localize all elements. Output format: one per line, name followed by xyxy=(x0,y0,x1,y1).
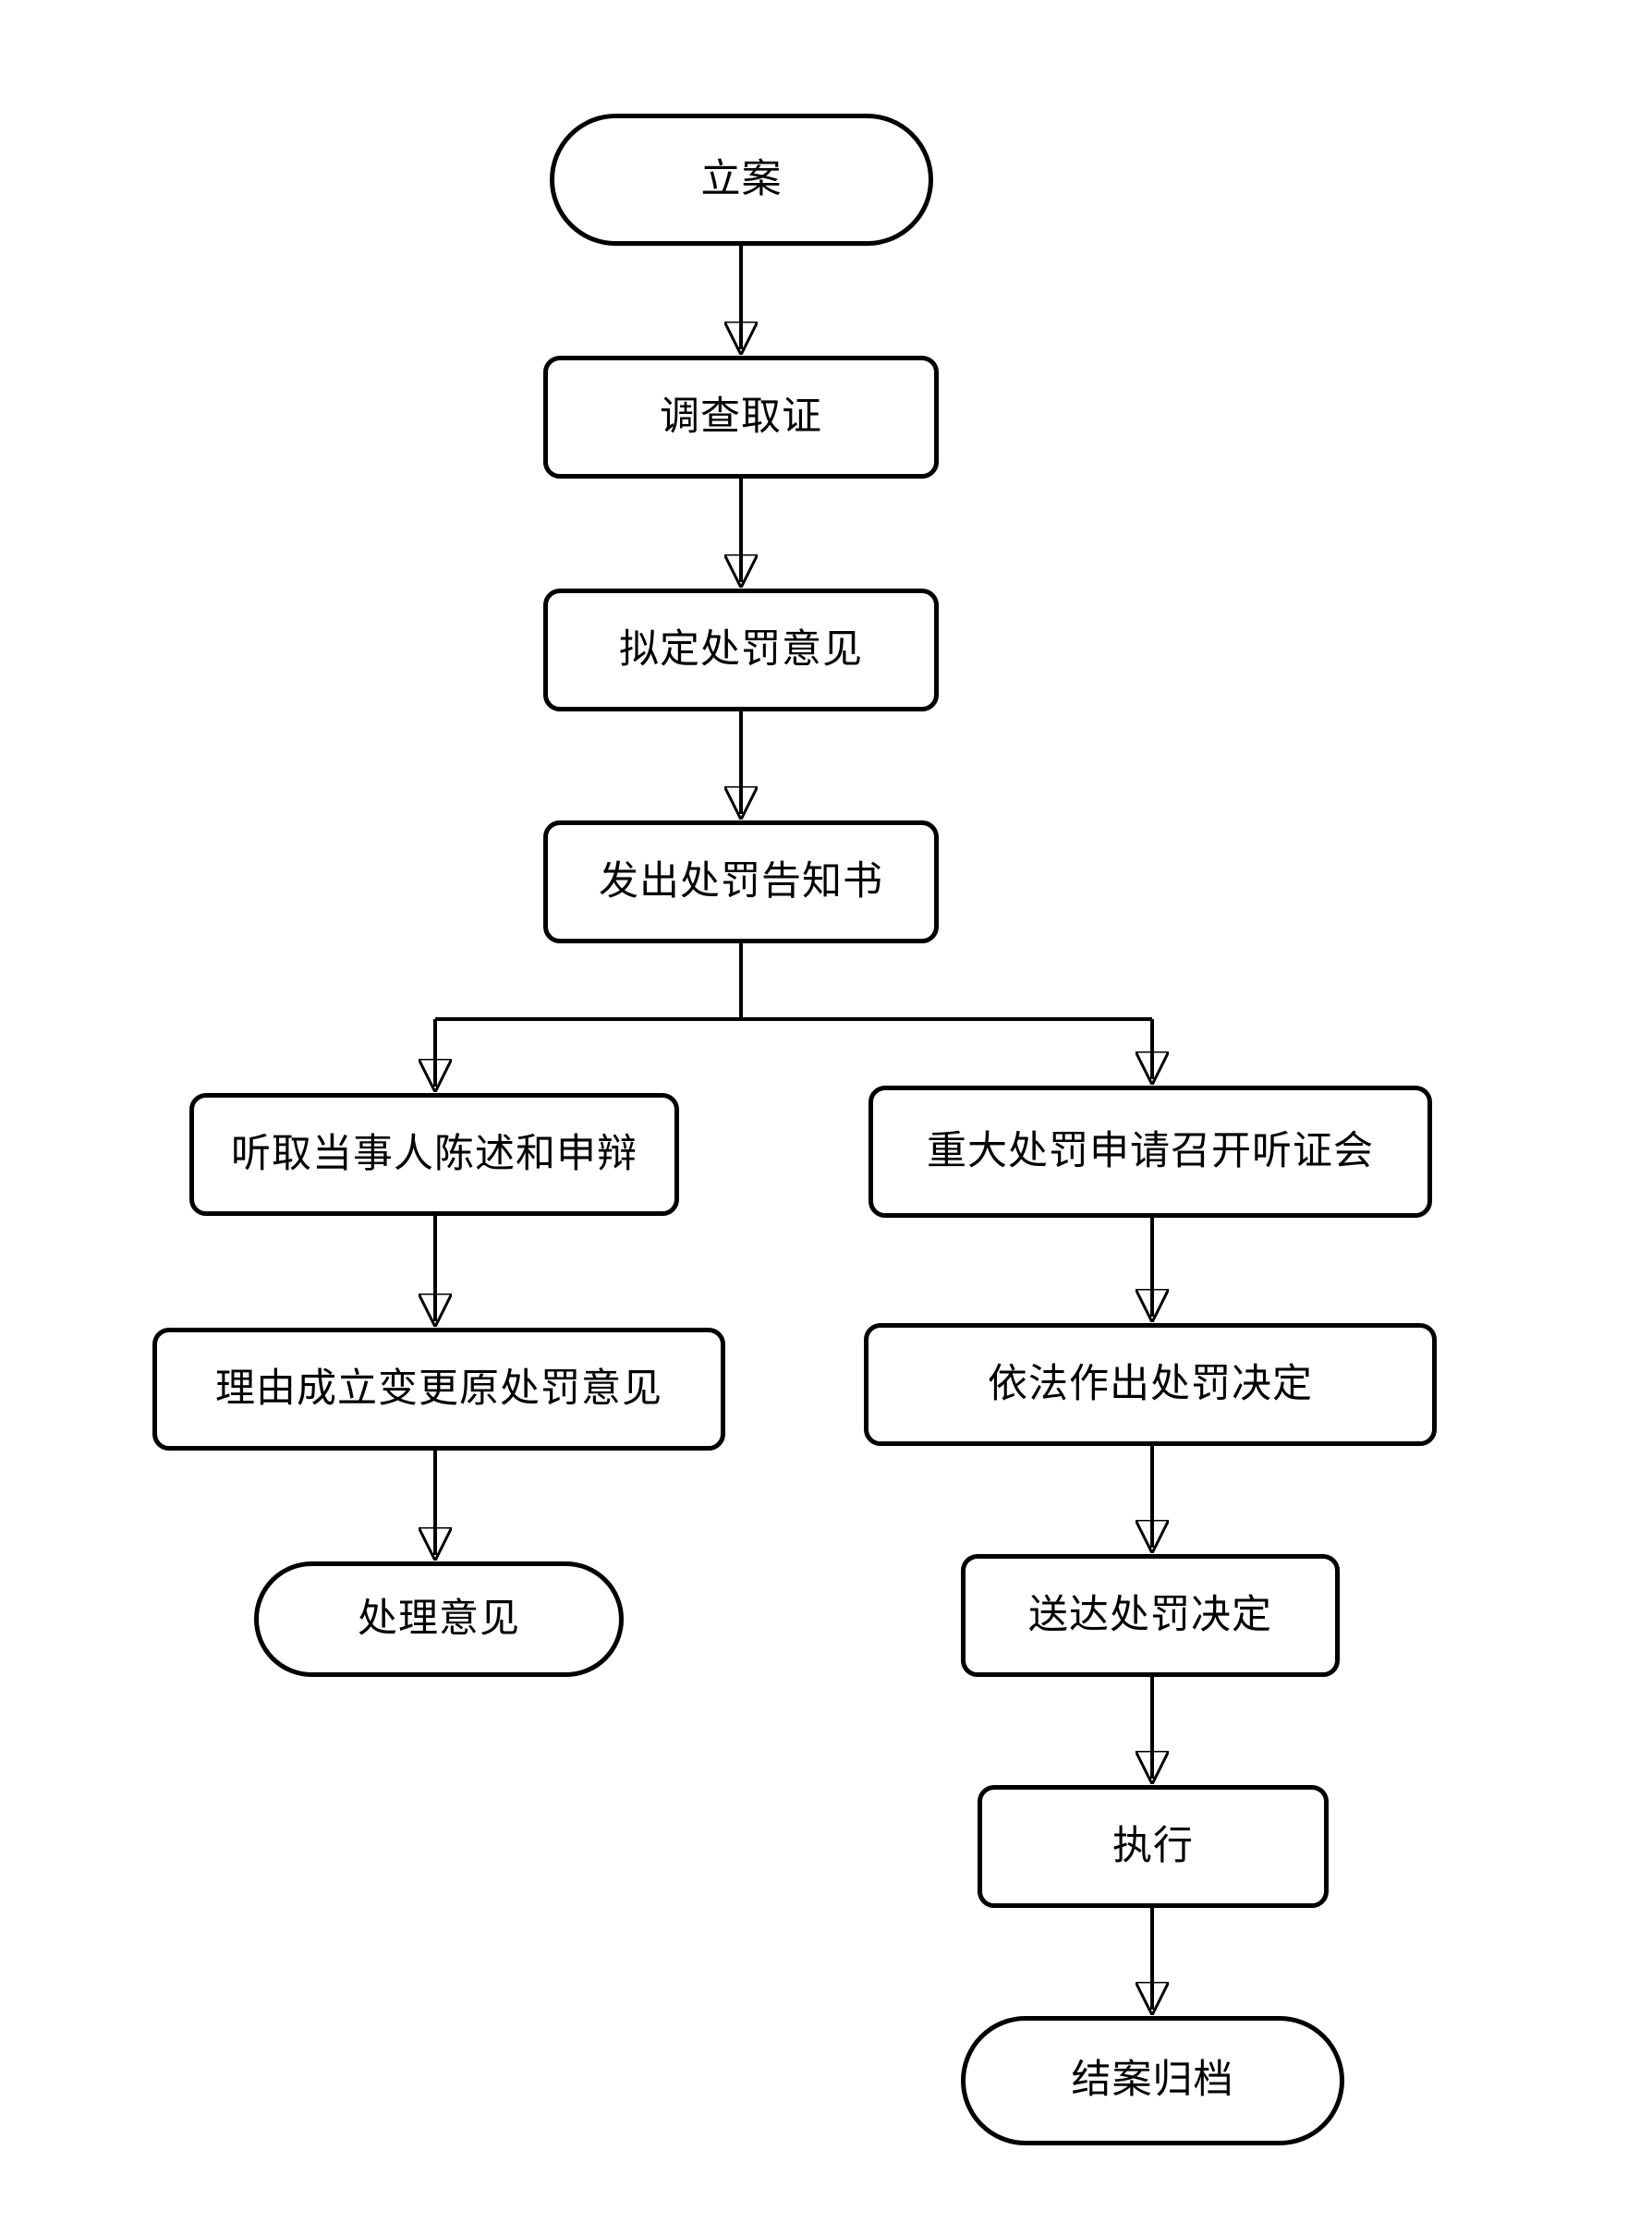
flow-node-label: 执行 xyxy=(1112,1822,1194,1869)
flow-node-n1[interactable]: 立案 xyxy=(550,114,933,246)
flow-node-n11[interactable]: 执行 xyxy=(978,1785,1329,1908)
flow-node-label: 处理意见 xyxy=(358,1595,520,1642)
flow-node-n6[interactable]: 重大处罚申请召开听证会 xyxy=(869,1086,1432,1218)
flow-node-n10[interactable]: 送达处罚决定 xyxy=(961,1554,1340,1677)
flow-node-n9[interactable]: 处理意见 xyxy=(254,1561,624,1677)
flow-node-label: 发出处罚告知书 xyxy=(599,857,883,905)
flow-node-n7[interactable]: 理由成立变更原处罚意见 xyxy=(152,1328,725,1451)
flow-node-n12[interactable]: 结案归档 xyxy=(961,2016,1344,2145)
flow-node-label: 立案 xyxy=(700,155,783,202)
flow-node-label: 听取当事人陈述和申辩 xyxy=(231,1130,638,1177)
flow-node-label: 依法作出处罚决定 xyxy=(988,1360,1313,1407)
flow-node-label: 调查取证 xyxy=(660,393,822,440)
flow-node-n8[interactable]: 依法作出处罚决定 xyxy=(864,1323,1437,1446)
flow-node-n5[interactable]: 听取当事人陈述和申辩 xyxy=(189,1093,679,1216)
flow-node-label: 结案归档 xyxy=(1071,2057,1234,2104)
flow-node-label: 重大处罚申请召开听证会 xyxy=(927,1127,1374,1174)
flow-node-label: 理由成立变更原处罚意见 xyxy=(215,1365,662,1412)
flow-node-label: 拟定处罚意见 xyxy=(619,626,863,673)
flow-node-label: 送达处罚决定 xyxy=(1028,1591,1272,1638)
flow-node-n3[interactable]: 拟定处罚意见 xyxy=(543,589,939,711)
flow-node-n4[interactable]: 发出处罚告知书 xyxy=(543,820,939,943)
flow-node-n2[interactable]: 调查取证 xyxy=(543,356,939,479)
